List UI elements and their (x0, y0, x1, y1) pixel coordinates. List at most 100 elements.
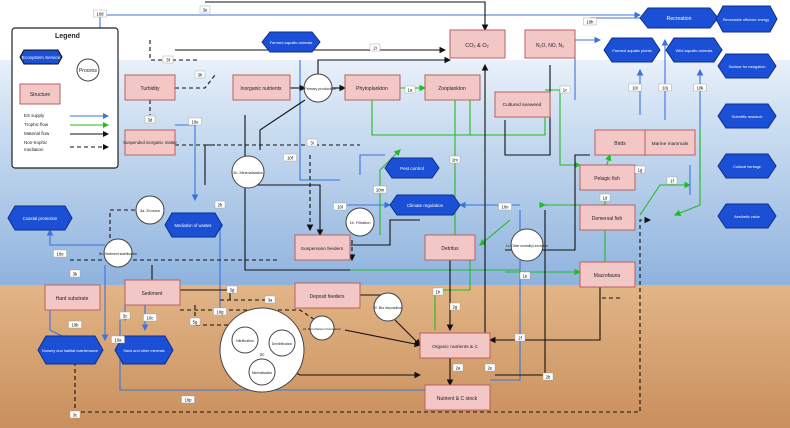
svg-text:Sand and other minerals: Sand and other minerals (123, 349, 164, 353)
edge-label: 10c (147, 316, 154, 321)
legend-line-label: mediation (24, 147, 44, 152)
edge-label: 10p (185, 398, 193, 403)
edge-label-box (53, 249, 67, 258)
edge-label-box (69, 269, 81, 278)
process-filtration: 1b. Filtration (345, 207, 375, 237)
edge-es-supply (490, 210, 521, 381)
edge-label: 2g (453, 305, 458, 310)
structure-turbidity: Turbidity (124, 74, 176, 101)
edge-label-box (306, 138, 318, 147)
structures: Turbidity Inorganic nutrients Phytoplank… (44, 29, 696, 411)
svg-text:2. Primary production: 2. Primary production (300, 87, 336, 91)
edge-label: 3g (230, 288, 235, 293)
edge-label-box (93, 9, 107, 18)
structure-suspended-matter: Suspended inorganic matter (123, 129, 177, 156)
svg-text:Marine mammals: Marine mammals (652, 141, 689, 147)
edge-label: 10f (287, 156, 294, 161)
edge-label: 3i (310, 141, 313, 146)
edge-label: 2i (373, 46, 376, 51)
svg-text:Surface for navigation: Surface for navigation (729, 65, 766, 69)
edge-label-box (449, 302, 461, 311)
legend-line-label: Non-trophic (24, 140, 48, 145)
edge-label: 2f (518, 336, 522, 341)
edge-label-box (658, 83, 672, 92)
structure-suspension-feeders: Suspension feeders (294, 234, 351, 261)
edge-mediation (175, 74, 216, 89)
svg-text:Hard substrate: Hard substrate (56, 296, 89, 302)
edge-label-box (519, 271, 531, 280)
svg-text:Cultural heritage: Cultural heritage (733, 165, 761, 169)
svg-text:3b. Sediment stabilisation: 3b. Sediment stabilisation (99, 252, 138, 256)
legend-structure-icon (19, 83, 61, 105)
svg-text:Scientific research: Scientific research (731, 115, 762, 119)
edge-label-box (373, 185, 387, 194)
edge-material (205, 1, 489, 32)
edge-label: 1g (638, 168, 643, 173)
service-coastal-protection: Coastal protection (7, 205, 73, 231)
service-renewable-energy: Renewable offshore energy (715, 5, 778, 33)
process-nitrogen-cycle: Nitrification Denitrification Mineralisa… (219, 307, 305, 393)
edge-mediation (180, 309, 316, 321)
edge-label-box (111, 335, 125, 344)
edge-label-box (143, 313, 157, 322)
svg-text:Zooplankton: Zooplankton (438, 86, 466, 92)
process-mineralisation: 2b. Mineralisation (231, 155, 265, 189)
svg-text:Suspended inorganic matter: Suspended inorganic matter (123, 140, 177, 145)
edge-label: 1e (523, 274, 528, 279)
edge-label: 1h (436, 290, 441, 295)
edge-label: 3e (203, 8, 208, 13)
edge-label: 10d (97, 12, 105, 17)
svg-text:1b. Filtration: 1b. Filtration (350, 221, 371, 225)
structure-phytoplankton: Phytoplankton (344, 74, 401, 101)
edge-mediation (194, 305, 230, 326)
legend-process-icon (76, 58, 100, 82)
structure-hard-substrate: Hard substrate (44, 284, 101, 311)
edge-label: 1a (408, 88, 413, 93)
svg-text:Climate regulation: Climate regulation (407, 203, 444, 208)
structure-birds: Birds (594, 129, 646, 156)
edge-label-box (188, 117, 202, 126)
structure-pelagic-fish: Pelagic fish (579, 164, 636, 191)
edge-label-box (559, 85, 571, 94)
legend-line-label: Trophic flow (24, 122, 49, 127)
edge-label: 10e (192, 120, 200, 125)
edge-label: 2a (456, 366, 461, 371)
svg-text:Sediment: Sediment (141, 291, 163, 297)
edge-material (344, 329, 422, 348)
edge-mediation (599, 295, 620, 299)
service-aesthetic-value: Aesthetic value (717, 203, 777, 229)
edge-trophic (673, 130, 701, 217)
structure-detritus: Detritus (424, 234, 476, 261)
nitrification-label: Nitrification (236, 339, 254, 343)
edge-label-box (404, 85, 416, 94)
process-erosion: 3a. Erosion (135, 195, 165, 225)
edge-label-box (264, 295, 276, 304)
edge-label-box (214, 200, 226, 209)
svg-text:Nursery and habitat maintenanc: Nursery and habitat maintenance (42, 349, 98, 353)
edge-label: 3h (198, 73, 203, 78)
service-scientific-research: Scientific research (717, 103, 777, 129)
denitrification-label: Denitrification (272, 342, 293, 346)
svg-text:2d. Bioturbation/ bioirrigatio: 2d. Bioturbation/ bioirrigation (303, 327, 342, 331)
structure-cultured-seaweed: Cultured seaweed (494, 91, 551, 118)
svg-text:CO₂ & O₂: CO₂ & O₂ (465, 43, 489, 49)
edge-label-box (283, 153, 297, 162)
edge-material (350, 219, 420, 246)
service-wild-aquatic-animals: Wild aquatic animals (665, 37, 723, 63)
edge-label-box (693, 83, 707, 92)
svg-text:Wild aquatic animals: Wild aquatic animals (676, 48, 713, 53)
structure-sediment: Sediment (124, 279, 181, 306)
structure-zooplankton: Zooplankton (424, 74, 481, 101)
edge-label: 10k (697, 86, 705, 91)
legend-structure-label: Structure (30, 92, 51, 98)
svg-text:Phytoplankton: Phytoplankton (356, 86, 388, 92)
edge-label-box (449, 155, 461, 164)
edge-trophic (350, 269, 521, 272)
edge-label: 3d (148, 118, 153, 123)
edge-material (240, 184, 324, 237)
edge-label-box (181, 395, 195, 404)
edge-label: 3c (123, 314, 127, 319)
svg-text:N₂O, NO, N₂: N₂O, NO, N₂ (536, 43, 564, 49)
